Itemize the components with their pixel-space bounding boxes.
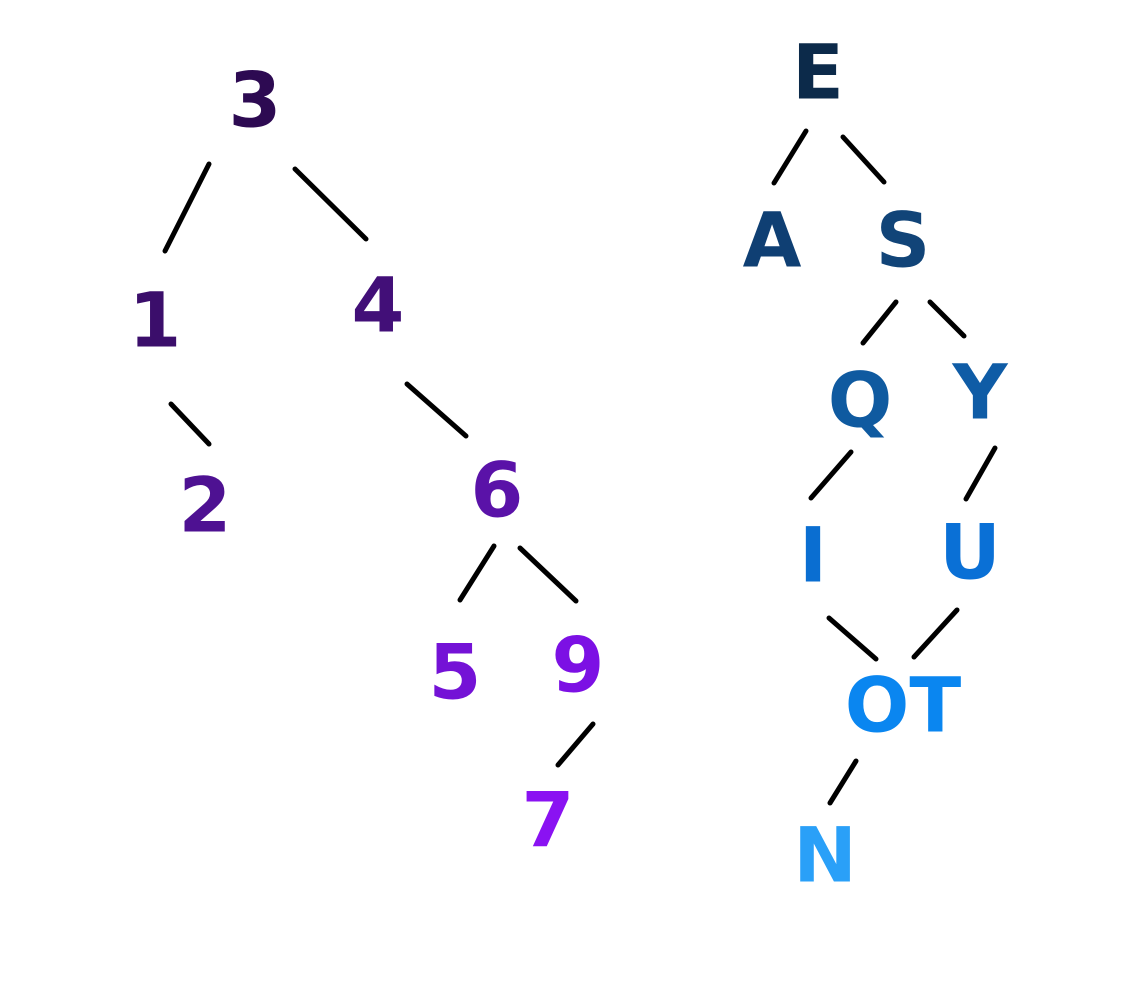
edge-Q-I [808,449,854,501]
node-a: A [743,196,802,285]
edge-E-A [771,128,809,186]
edge-n6-n5 [457,543,497,603]
node-4: 4 [352,261,405,350]
edge-S-Q [860,299,899,346]
node-e: E [792,28,844,117]
edge-E-S [840,134,887,185]
node-n: N [793,811,857,900]
node-6: 6 [471,446,524,535]
edge-n1-n2 [168,401,212,447]
node-y: Y [951,348,1008,437]
node-1: 1 [129,276,182,365]
edge-U-OT [911,607,960,660]
edge-n3-n4 [292,166,369,242]
edge-n4-n6 [404,381,469,439]
edge-I-OT [826,615,879,662]
edge-n3-n1 [162,161,212,254]
node-3: 3 [229,56,282,145]
node-ot: OT [845,661,962,750]
edge-S-Y [927,299,967,339]
node-5: 5 [429,628,482,717]
node-7: 7 [522,776,575,865]
edge-Y-U [963,445,998,502]
edge-n9-n7 [555,721,596,768]
node-i: I [799,511,827,600]
node-s: S [876,196,931,285]
node-9: 9 [552,621,605,710]
edge-OT-N [827,758,859,806]
edge-n6-n9 [517,545,579,604]
node-q: Q [828,356,893,445]
node-2: 2 [179,461,232,550]
node-u: U [939,508,1001,597]
